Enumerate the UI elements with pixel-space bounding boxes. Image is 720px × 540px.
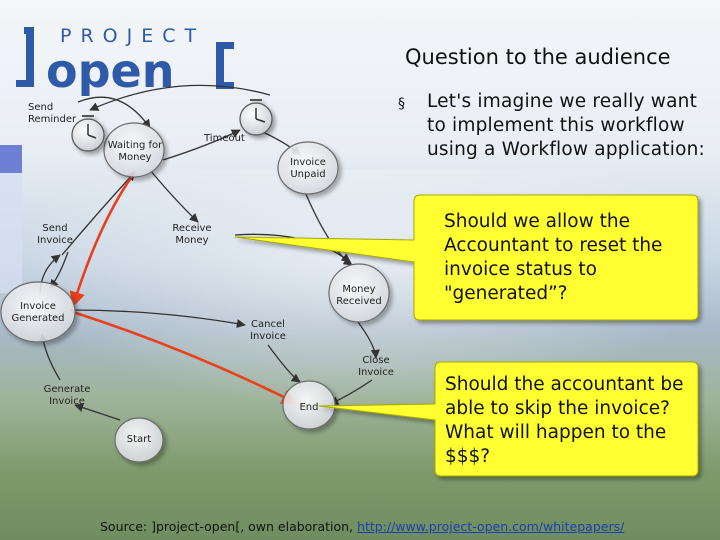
arc-waiting-timeout (162, 129, 241, 161)
places (0, 122, 390, 463)
node-invoice-unpaid (277, 141, 339, 195)
source-prefix: Source: ]project-open[, own elaboration, (100, 519, 354, 534)
label-invoice-unpaid: Invoice Unpaid (290, 157, 326, 180)
logo-line2: open (46, 44, 174, 96)
bullet-marker: § (398, 96, 405, 112)
arc-unpaid-moneyreceived (304, 191, 353, 266)
label-send-reminder: Send Reminder (28, 102, 77, 125)
arc-generated-cancel (69, 309, 246, 329)
node-waiting-for-money (103, 122, 165, 178)
project-open-logo: PROJECT open (16, 25, 234, 96)
black-arcs (38, 84, 380, 421)
logo-line1: PROJECT (60, 25, 205, 47)
red-arcs (69, 171, 298, 405)
label-receive-money: Receive Money (172, 223, 212, 246)
callout-2-text: Should the accountant be able to skip th… (445, 374, 684, 467)
arc-moneyreceived-close (357, 321, 380, 359)
label-money-received: Money Received (336, 284, 382, 307)
arc-sendinvoice-waiting (49, 251, 69, 289)
clock-icon-1 (71, 115, 105, 152)
node-money-received (328, 263, 390, 323)
callout-1-text: Should we allow the Accountant to reset … (444, 211, 663, 304)
label-close-invoice: Close Invoice (358, 355, 394, 378)
clock-icon-2 (239, 99, 273, 136)
node-end (282, 380, 336, 430)
bullet-text: Let's imagine we really want to implemen… (427, 91, 705, 160)
source-line: Source: ]project-open[, own elaboration,… (100, 519, 624, 534)
callout-1 (234, 194, 699, 321)
arc-waiting-receive (149, 169, 199, 223)
page-title: Question to the audience (405, 45, 671, 69)
arc-sendinvoice-waiting2 (61, 171, 136, 256)
label-start: Start (126, 434, 152, 445)
label-end: End (299, 402, 319, 413)
callout-2 (318, 361, 699, 477)
decor-bar-light (0, 173, 22, 293)
red-waiting-generated (69, 171, 137, 308)
decor-bar-blue (0, 145, 22, 173)
node-start (114, 417, 164, 463)
label-timeout: Timeout (204, 133, 245, 144)
arc-start-generate (74, 403, 121, 421)
arc-unpaid-reminder (89, 84, 271, 111)
source-link[interactable]: http://www.project-open.com/whitepapers/ (357, 519, 625, 534)
red-generated-end (72, 310, 298, 405)
arc-cancel-end (267, 344, 301, 383)
arc-close-end (329, 379, 373, 405)
label-generate-invoice: Generate Invoice (43, 384, 91, 407)
label-waiting-for-money: Waiting for Money (107, 140, 163, 163)
label-invoice-generated: Invoice Generated (11, 301, 65, 324)
label-send-invoice: Send Invoice (37, 223, 73, 246)
node-invoice-generated (0, 281, 76, 343)
label-cancel-invoice: Cancel Invoice (250, 319, 286, 342)
